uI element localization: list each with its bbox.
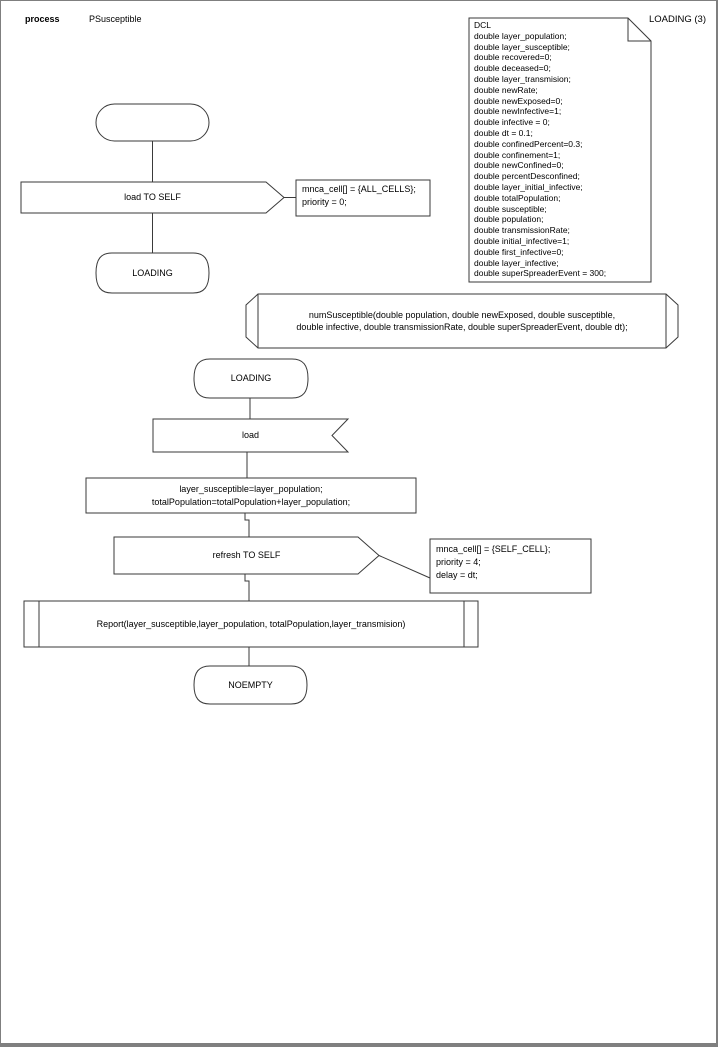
task-symbol[interactable] (85, 477, 417, 514)
procedure-call-text-report[interactable]: Report(layer_susceptible,layer_populatio… (96, 618, 406, 629)
state-symbol-noempty[interactable] (193, 665, 308, 705)
state-symbol-loading-1[interactable] (95, 252, 210, 294)
process-name: PSusceptible (89, 14, 142, 24)
declarations-note-fold (627, 18, 651, 42)
output-symbol-load-to-self[interactable] (20, 181, 285, 214)
comment-box-refresh-to-self[interactable] (429, 538, 592, 594)
state-label-loading-1[interactable]: LOADING (132, 267, 173, 278)
comment-text-refresh-to-self[interactable]: mnca_cell[] = {SELF_CELL}; priority = 4;… (436, 544, 551, 580)
comment-box-load-to-self[interactable] (295, 179, 431, 217)
task-text[interactable]: layer_susceptible=layer_population; tota… (151, 484, 351, 507)
connector-output-to-call[interactable] (244, 574, 250, 601)
output-label-load-to-self[interactable]: load TO SELF (124, 192, 181, 202)
input-label-load[interactable]: load (241, 430, 259, 440)
state-label-loading-2[interactable]: LOADING (230, 373, 272, 383)
procedure-call-symbol-report[interactable] (23, 600, 479, 648)
diagram-kind-label: process (25, 14, 60, 24)
state-label-noempty[interactable]: NOEMPTY (228, 679, 273, 690)
input-symbol-load[interactable] (152, 418, 350, 453)
declarations-state-ref-label: LOADING (3) (648, 14, 706, 25)
comment-link-refresh-to-self[interactable] (378, 555, 431, 579)
start-symbol[interactable] (95, 103, 210, 142)
state-symbol-loading-2[interactable] (193, 358, 309, 399)
comment-text-load-to-self[interactable]: mnca_cell[] = {ALL_CELLS}; priority = 0; (302, 184, 416, 207)
declarations-note[interactable] (468, 17, 652, 283)
connector-task-to-output[interactable] (244, 513, 250, 537)
output-label-refresh-to-self[interactable]: refresh TO SELF (212, 550, 281, 560)
declarations-text[interactable]: DCL double layer_population; double laye… (474, 20, 607, 279)
output-symbol-refresh-to-self[interactable] (113, 536, 380, 575)
procedure-declaration-text[interactable]: numSusceptible(double population, double… (296, 309, 628, 333)
